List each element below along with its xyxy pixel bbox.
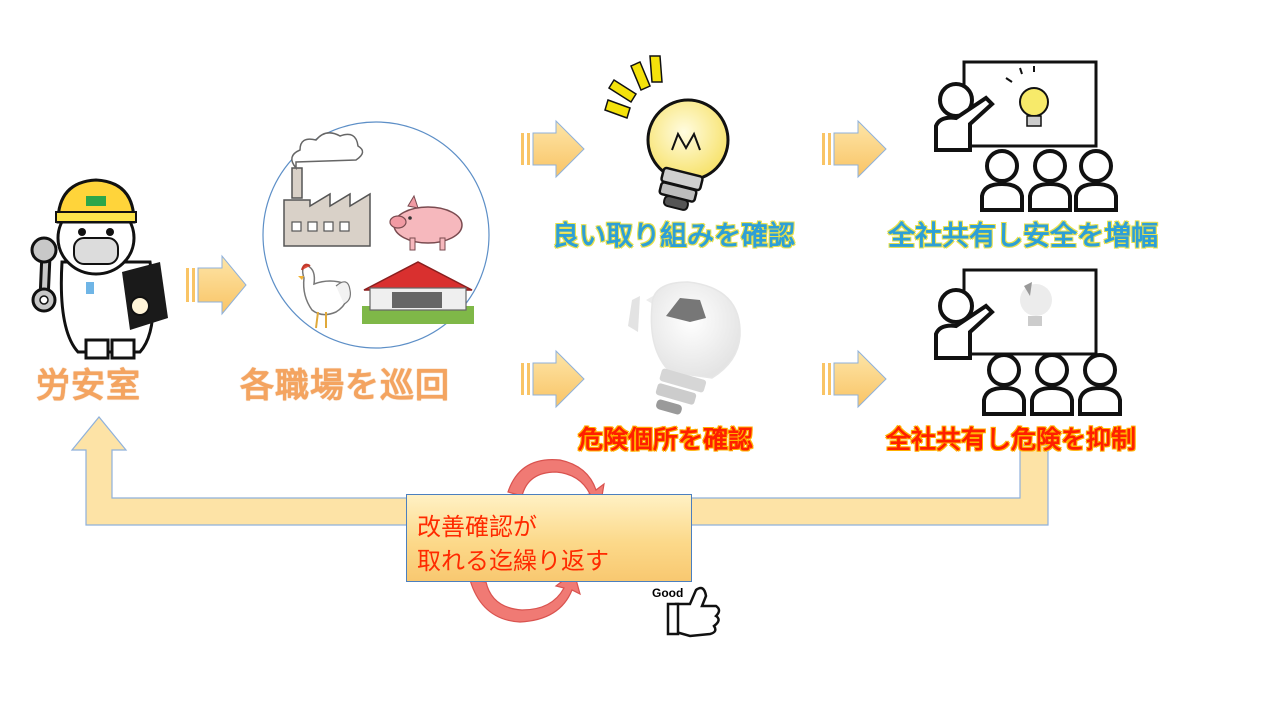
- lightbulb-broken-icon: [628, 281, 741, 415]
- thumbs-up-icon: [666, 586, 721, 638]
- note-line-1: 改善確認が: [417, 513, 537, 541]
- presenter-icon-bottom: [934, 268, 1098, 360]
- audience-icon-bottom: [982, 353, 1122, 416]
- wrench-icon: [30, 236, 58, 313]
- share-safety-label: 全社共有し安全を増幅: [888, 221, 1158, 252]
- chicken-icon: [298, 263, 351, 329]
- danger-check-label: 危険個所を確認: [578, 425, 754, 454]
- office-label: 労安室: [36, 366, 141, 406]
- barn-icon: [362, 261, 474, 324]
- feedback-loop-arrow: [70, 416, 1049, 526]
- patrol-label: 各職場を巡回: [240, 366, 450, 406]
- factory-icon: [283, 132, 371, 247]
- audience-icon: [980, 149, 1118, 212]
- arrow-patrol-to-danger: [521, 349, 585, 409]
- share-danger-label: 全社共有し危険を抑制: [886, 425, 1137, 454]
- note-line-2: 取れる迄繰り返す: [417, 547, 609, 575]
- presenter-icon: [934, 60, 1098, 152]
- arrow-office-to-patrol: [186, 254, 247, 316]
- pig-icon: [389, 194, 463, 251]
- arrow-patrol-to-good: [521, 119, 585, 179]
- repeat-note-box: 改善確認が 取れる迄繰り返す: [406, 494, 692, 582]
- good-label: Good: [652, 586, 684, 600]
- good-check-label: 良い取り組みを確認: [552, 221, 795, 252]
- clipboard-icon: [122, 262, 168, 330]
- arrow-good-to-share: [822, 119, 887, 179]
- arrow-danger-to-share: [822, 349, 887, 409]
- lightbulb-lit-icon: [604, 55, 730, 211]
